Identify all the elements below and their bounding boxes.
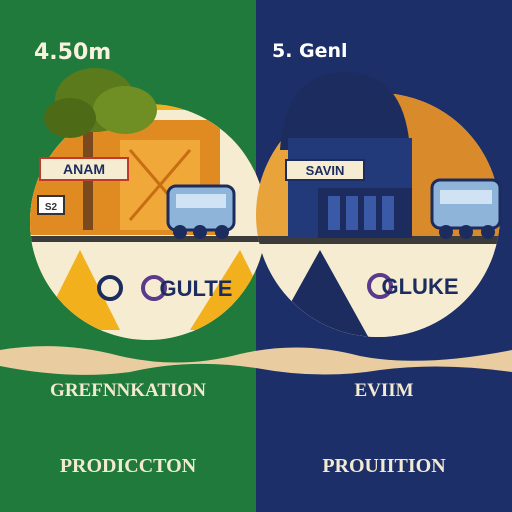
left-corner-label: 4.50m: [34, 40, 112, 65]
left-symbols-text: GULTE: [160, 276, 233, 301]
train-icon: [166, 184, 236, 239]
vending-machine-icon: [37, 195, 65, 215]
right-caption-bottom: PROUIITION: [322, 455, 446, 477]
dome-building-icon: [280, 72, 412, 238]
right-caption-top: EVIIM: [354, 380, 414, 401]
right-corner-label: 5. Genl: [272, 40, 348, 62]
right-sign-board: [285, 159, 365, 181]
left-roundel: ANAM S2 GULTE: [30, 68, 266, 340]
left-sign-text: ANAM: [63, 161, 105, 177]
right-sign-text: SAVIN: [306, 163, 345, 178]
left-sign-board: [39, 157, 129, 181]
left-plate-text: S2: [45, 202, 58, 213]
right-symbols-text: GLUKE: [382, 274, 459, 299]
left-caption-top: GREFNNKATION: [50, 380, 206, 401]
left-caption-bottom: PRODICCTON: [59, 455, 197, 477]
right-roundel: SAVIN GLUKE: [256, 72, 502, 337]
torn-paper-band: [0, 346, 512, 375]
train-icon: [430, 178, 502, 239]
